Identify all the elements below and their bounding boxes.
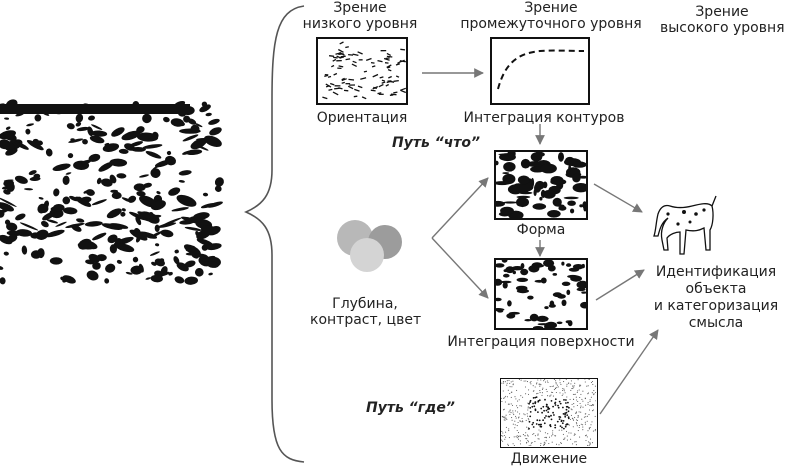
header-mid-line2: промежуточного уровня	[460, 16, 642, 32]
contour-integration-label: Интеграция контуров	[463, 110, 625, 126]
color-circles-icon	[337, 220, 402, 272]
motion-image	[500, 378, 598, 448]
recog-line2: объекта	[685, 281, 747, 297]
header-low-line2: низкого уровня	[302, 16, 418, 32]
depth-line2: контраст, цвет	[310, 312, 422, 328]
what-pathway-label: Путь “что”	[392, 135, 481, 151]
depth-label: Глубина, контраст, цвет	[310, 296, 422, 328]
recognition-label: Идентификация объекта и категоризация см…	[642, 264, 790, 332]
arrow-depth-to-shape	[431, 177, 489, 239]
recog-line3: и категоризация	[653, 298, 779, 314]
header-high-line2: высокого уровня	[660, 20, 785, 36]
header-high-line1: Зрение	[695, 4, 749, 20]
dog-recognition-icon	[653, 195, 717, 255]
header-low-level: Зрение низкого уровня	[300, 0, 420, 32]
header-low-line1: Зрение	[333, 0, 387, 16]
arrow-motion-to-recog	[599, 329, 659, 415]
arrow-depth-to-surface	[431, 237, 489, 299]
header-mid-level: Зрение промежуточного уровня	[460, 0, 642, 32]
header-high-level: Зрение высокого уровня	[660, 4, 785, 36]
depth-line1: Глубина,	[332, 296, 398, 312]
recog-line4: смысла	[688, 315, 744, 331]
motion-label: Движение	[510, 451, 588, 467]
orientation-image	[316, 37, 408, 105]
surface-image	[494, 258, 588, 330]
where-pathway-label: Путь “где”	[366, 400, 455, 416]
shape-image	[494, 150, 588, 220]
surface-integration-label: Интеграция поверхности	[447, 334, 635, 350]
arrow-shape-to-recog	[593, 183, 643, 213]
orientation-label: Ориентация	[316, 110, 408, 126]
brace-icon	[244, 5, 305, 463]
header-mid-line1: Зрение	[524, 0, 578, 16]
recog-line1: Идентификация	[655, 264, 777, 280]
contour-image	[490, 37, 590, 105]
dalmatian-photo	[0, 99, 224, 285]
arrow-surface-to-recog	[595, 269, 645, 301]
shape-label: Форма	[516, 222, 566, 238]
